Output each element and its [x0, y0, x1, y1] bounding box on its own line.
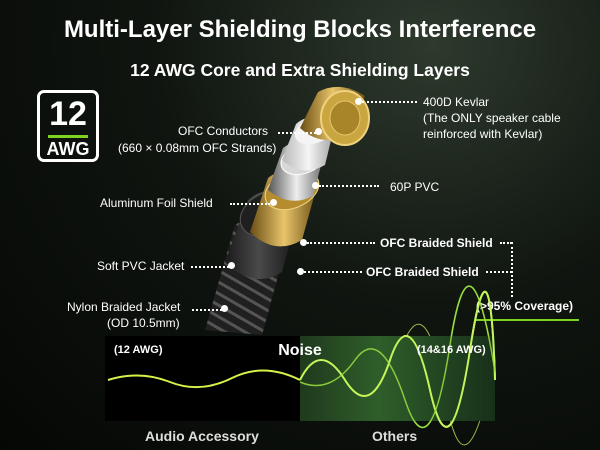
subheadline: 12 AWG Core and Extra Shielding Layers: [130, 60, 470, 80]
ofc-conductors-label-line2: (660 × 0.08mm OFC Strands): [118, 141, 277, 155]
awg-badge-unit: AWG: [46, 139, 90, 159]
others-caption: Others: [372, 428, 418, 444]
soft-pvc-leader: [191, 266, 229, 268]
pvc-label: 60P PVC: [390, 180, 440, 194]
coverage-label: (>95% Coverage): [476, 299, 574, 313]
awg-badge: 12 AWG: [37, 90, 99, 162]
foil-label: Aluminum Foil Shield: [100, 196, 213, 210]
nylon-label-line2: (OD 10.5mm): [107, 316, 180, 330]
left-gauge-tag: (12 AWG): [114, 344, 163, 356]
coverage-underline: [476, 319, 579, 321]
soft-pvc-label: Soft PVC Jacket: [97, 259, 185, 273]
braid1-label: OFC Braided Shield: [380, 236, 493, 250]
ofc-conductors-leader: [278, 132, 316, 134]
foil-marker: [270, 199, 277, 206]
headline: Multi-Layer Shielding Blocks Interferenc…: [63, 16, 537, 43]
noise-title: Noise: [278, 342, 322, 359]
kevlar-leader: [362, 101, 417, 103]
ofc-conductors-label-line1: OFC Conductors: [178, 124, 269, 138]
braid1-leader-ext: [500, 242, 512, 244]
nylon-label-line1: Nylon Braided Jacket: [67, 300, 181, 314]
braid2-leader: [304, 271, 362, 273]
kevlar-core-inner: [329, 100, 361, 136]
audio-accessory-caption: Audio Accessory: [145, 428, 259, 444]
awg-badge-number: 12: [49, 95, 87, 133]
foil-leader: [230, 203, 270, 205]
braid2-marker: [297, 268, 304, 275]
ofc-conductors-marker: [315, 128, 322, 135]
soft-pvc-marker: [228, 262, 235, 269]
awg-badge-divider: [48, 135, 88, 138]
kevlar-label-line2: (The ONLY speaker cable: [423, 111, 561, 125]
right-gauge-tag: (14&16 AWG): [417, 344, 486, 356]
coverage-connector: [511, 242, 513, 297]
braid1-marker: [300, 239, 307, 246]
pvc-marker: [312, 182, 319, 189]
braid1-leader: [307, 242, 375, 244]
nylon-leader: [192, 309, 222, 311]
noise-panel-audio-accessory: [105, 336, 300, 421]
kevlar-label-line1: 400D Kevlar: [423, 95, 490, 109]
nylon-marker: [221, 305, 228, 312]
braid2-label: OFC Braided Shield: [366, 265, 479, 279]
kevlar-marker: [355, 98, 362, 105]
braid2-leader-ext: [486, 271, 512, 273]
kevlar-label-line3: reinforced with Kevlar): [423, 127, 543, 141]
pvc-leader: [319, 185, 379, 187]
